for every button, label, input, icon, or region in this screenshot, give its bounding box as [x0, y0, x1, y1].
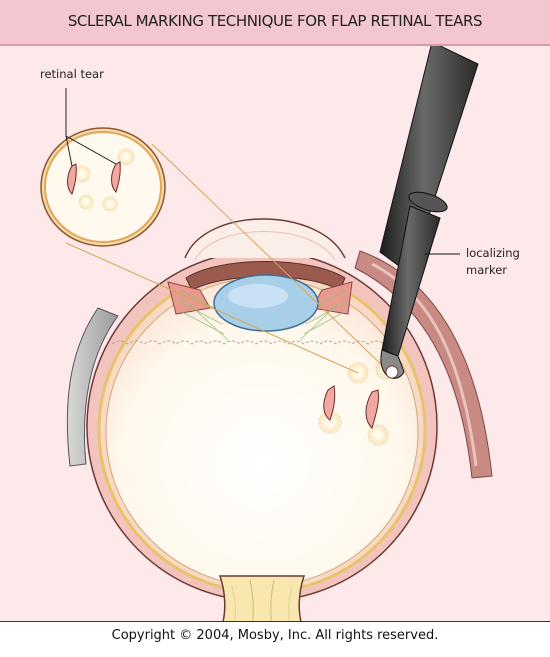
copyright-notice: Copyright © 2004, Mosby, Inc. All rights… — [111, 628, 439, 643]
eye-illustration: retinal tear localizing marker — [40, 46, 520, 621]
retinal-tear-label: retinal tear — [40, 67, 104, 81]
right-muscle-sheen — [371, 262, 478, 467]
retinal-tear-flaps — [323, 385, 379, 429]
cornea — [184, 218, 346, 259]
localizing-marker-instrument — [379, 46, 479, 379]
zonule-fibers — [179, 289, 347, 341]
magnifier-inset — [40, 127, 166, 247]
localizing-marker-label-line2: marker — [466, 263, 507, 277]
retinal-tear-leaders — [65, 88, 117, 167]
magnifier-guide-lines — [65, 143, 387, 374]
optic-nerve — [218, 575, 306, 621]
illustration-panel: retinal tear localizing marker — [0, 46, 550, 622]
title-band: SCLERAL MARKING TECHNIQUE FOR FLAP RETIN… — [0, 0, 550, 46]
localizing-marker-label-line1: localizing — [466, 246, 520, 260]
left-muscle — [66, 307, 119, 467]
ora-serrata — [111, 340, 401, 345]
figure-title: SCLERAL MARKING TECHNIQUE FOR FLAP RETIN… — [67, 12, 483, 30]
